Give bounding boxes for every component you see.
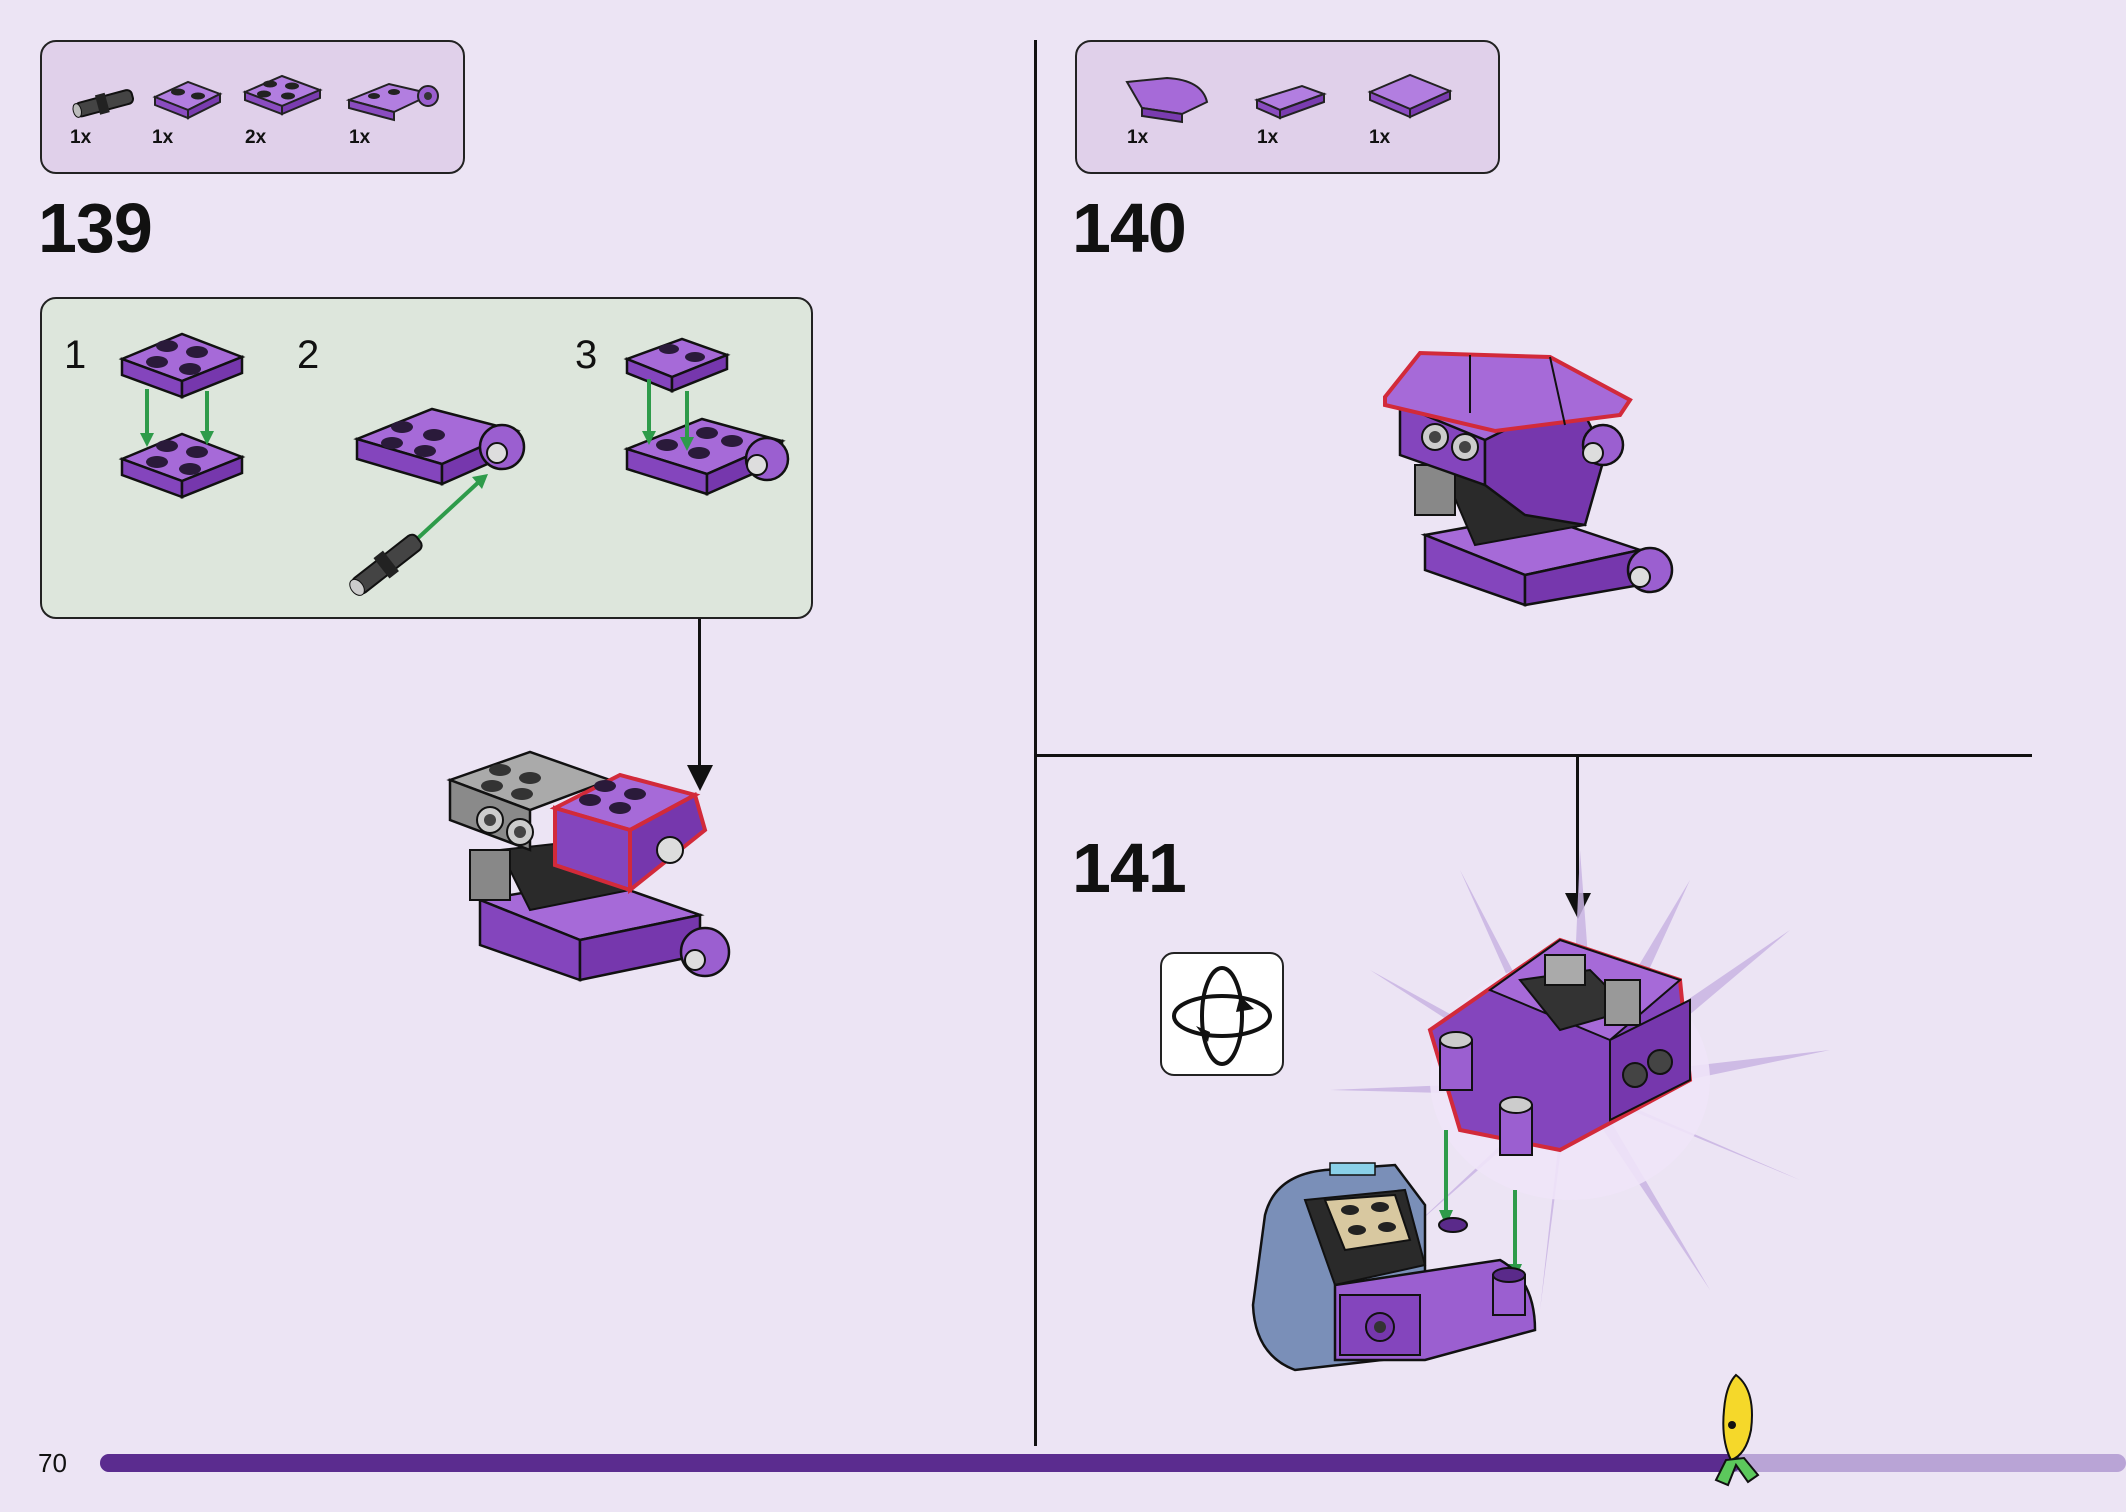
callout-arrow-head [687, 765, 713, 791]
substep-number: 2 [297, 333, 320, 377]
pin-connector-icon [72, 89, 134, 118]
plate-2x2-icon [242, 74, 323, 116]
substep-3-illustration [623, 337, 790, 496]
model-step-140 [1383, 350, 1674, 607]
rotate-model-icon [1160, 952, 1284, 1076]
tile-1x2-icon [1254, 84, 1327, 120]
column-divider [1034, 40, 1037, 1446]
part-qty: 2x [245, 127, 267, 148]
substep-1-illustration [118, 332, 246, 499]
part-qty: 1x [152, 127, 174, 148]
part-qty: 1x [70, 127, 92, 148]
step-number: 139 [38, 189, 153, 267]
model-step-141-base [1251, 1162, 1537, 1372]
plate-with-pin-hole-icon [345, 82, 439, 122]
banana-mascot-icon [1714, 1373, 1760, 1487]
step-number: 140 [1072, 189, 1187, 267]
page-number: 70 [38, 1448, 67, 1478]
callout-arrow-line [698, 619, 701, 769]
substep-number: 3 [575, 333, 598, 377]
step-number: 141 [1072, 829, 1187, 907]
plate-2x2-icon [152, 80, 223, 120]
callout-arrow-line [1576, 757, 1579, 897]
substep-number: 1 [64, 333, 87, 377]
progress-bar-fill [100, 1454, 1742, 1472]
part-qty: 1x [1127, 127, 1149, 148]
parts-panel-140: 1x 1x 1x [1075, 40, 1500, 174]
sub-assembly-panel: 1 2 3 [40, 297, 813, 619]
progress-bar-track [100, 1454, 2126, 1472]
model-step-141-top [1427, 937, 1693, 1156]
step-divider [1034, 754, 2032, 757]
substep-2-illustration [349, 407, 526, 596]
parts-panel-139: 1x 1x 2x 1x [40, 40, 465, 174]
part-qty: 1x [1257, 127, 1279, 148]
part-qty: 1x [349, 127, 371, 148]
tile-2x2-icon [1367, 73, 1453, 119]
part-qty: 1x [1369, 127, 1391, 148]
model-step-139 [446, 750, 731, 982]
curved-slope-icon [1125, 76, 1209, 124]
